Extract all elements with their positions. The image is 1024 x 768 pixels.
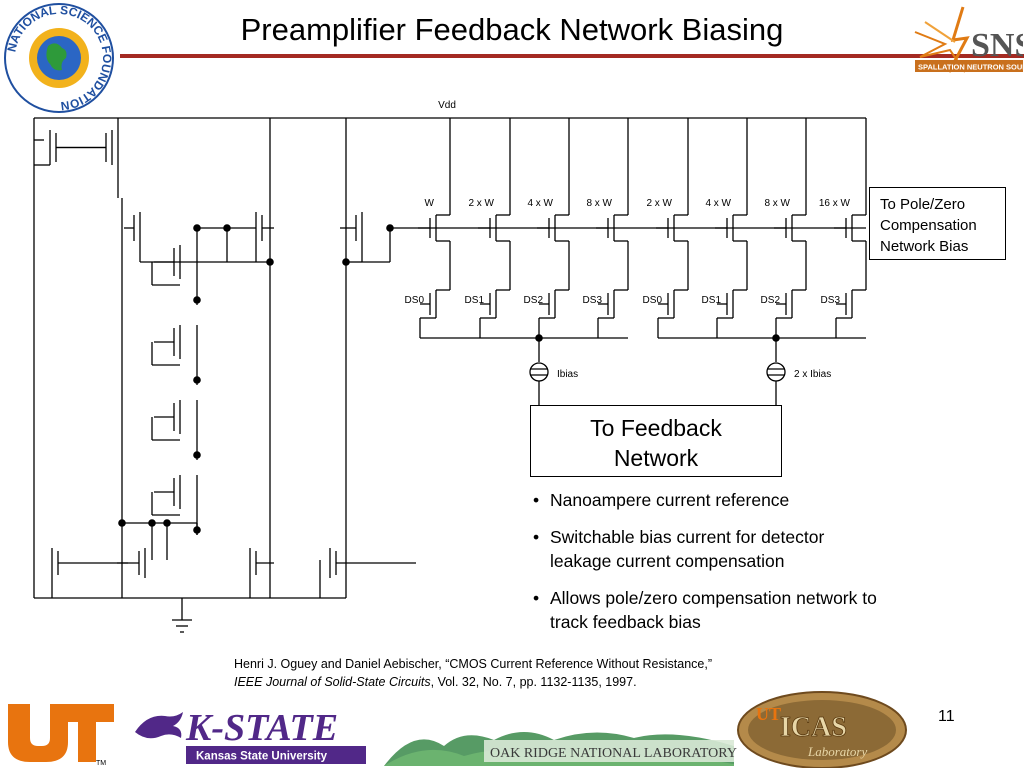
icas-logo: UT ICAS Laboratory [737, 691, 907, 768]
switch-label: DS0 [405, 295, 425, 306]
junction-dot [193, 451, 201, 459]
width-label: 2 x W [468, 198, 494, 209]
pole-zero-line-1: To Pole/Zero [880, 196, 966, 213]
junction-dot [163, 519, 171, 527]
junction-dot [193, 526, 201, 534]
junction-dot [193, 376, 201, 384]
junction-dot [148, 519, 156, 527]
page-number: 11 [938, 708, 955, 725]
2ibias-source [766, 362, 786, 382]
citation-line-2: IEEE Journal of Solid-State Circuits, Vo… [234, 673, 712, 691]
width-label: 8 x W [764, 198, 790, 209]
pole-zero-line-2: Compensation [880, 217, 977, 234]
junction-dot [193, 296, 201, 304]
switch-label: DS3 [583, 295, 603, 306]
kstate-logo-text: K-STATE [185, 707, 338, 749]
source-label: 2 x Ibias [794, 369, 831, 380]
switch-label: DS3 [821, 295, 841, 306]
width-label: 16 x W [819, 198, 851, 209]
ibias-source [529, 362, 549, 382]
bullet-item: Nanoampere current reference [532, 488, 882, 512]
citation: Henri J. Oguey and Daniel Aebischer, “CM… [234, 655, 712, 691]
width-label: W [425, 198, 435, 209]
feedback-line-2: Network [613, 445, 699, 471]
nsf-logo: NATIONAL SCIENCE FOUNDATION [4, 3, 114, 113]
vdd-label: Vdd [438, 100, 456, 111]
junction-dot [223, 224, 231, 232]
ornl-logo: OAK RIDGE NATIONAL LABORATORY [384, 720, 737, 768]
ornl-logo-text: OAK RIDGE NATIONAL LABORATORY [490, 746, 737, 761]
source-label: Ibias [557, 369, 578, 380]
sns-logo-text: SNS [971, 27, 1023, 64]
svg-text:TM: TM [96, 760, 106, 767]
switch-label: DS1 [465, 295, 485, 306]
switch-label: DS0 [643, 295, 663, 306]
junction-dot [772, 334, 780, 342]
bottom-logo-strip: TM K-STATE Kansas State University OAK R… [0, 691, 907, 768]
icas-logo-text: ICAS [780, 712, 847, 743]
width-label: 2 x W [646, 198, 672, 209]
kstate-logo-subtext: Kansas State University [196, 751, 328, 763]
icas-logo-subtext: Laboratory [807, 744, 867, 759]
citation-line-1: Henri J. Oguey and Daniel Aebischer, “CM… [234, 657, 712, 671]
switch-label: DS2 [524, 295, 544, 306]
feedback-line-1: To Feedback [590, 415, 722, 441]
switch-label: DS1 [702, 295, 722, 306]
switch-label: DS2 [761, 295, 781, 306]
junction-dot [266, 258, 274, 266]
bullet-list: Nanoampere current reference Switchable … [532, 488, 882, 647]
icas-ut-letters: UT [756, 704, 781, 724]
pole-zero-bias-box: To Pole/Zero Compensation Network Bias [869, 187, 1006, 260]
citation-journal: IEEE Journal of Solid-State Circuits [234, 675, 431, 689]
junction-dot [386, 224, 394, 232]
pole-zero-line-3: Network Bias [880, 238, 969, 255]
sns-logo-subtext: SPALLATION NEUTRON SOURCE [918, 63, 1023, 72]
bullet-item: Allows pole/zero compensation network to… [532, 586, 882, 634]
junction-dot [342, 258, 350, 266]
slide-title: Preamplifier Feedback Network Biasing [240, 12, 784, 47]
feedback-network-box: To Feedback Network [530, 405, 782, 477]
sns-logo: SNS SPALLATION NEUTRON SOURCE [914, 6, 1023, 73]
junction-dot [193, 224, 201, 232]
citation-details: , Vol. 32, No. 7, pp. 1132-1135, 1997. [430, 675, 637, 689]
width-label: 4 x W [705, 198, 731, 209]
title-rule [120, 54, 1024, 58]
kstate-logo: K-STATE Kansas State University [128, 700, 370, 766]
width-label: 8 x W [586, 198, 612, 209]
bullet-item: Switchable bias current for detector lea… [532, 525, 882, 573]
junction-dot [118, 519, 126, 527]
width-label: 4 x W [527, 198, 553, 209]
junction-dot [535, 334, 543, 342]
ut-logo: TM [0, 692, 122, 768]
